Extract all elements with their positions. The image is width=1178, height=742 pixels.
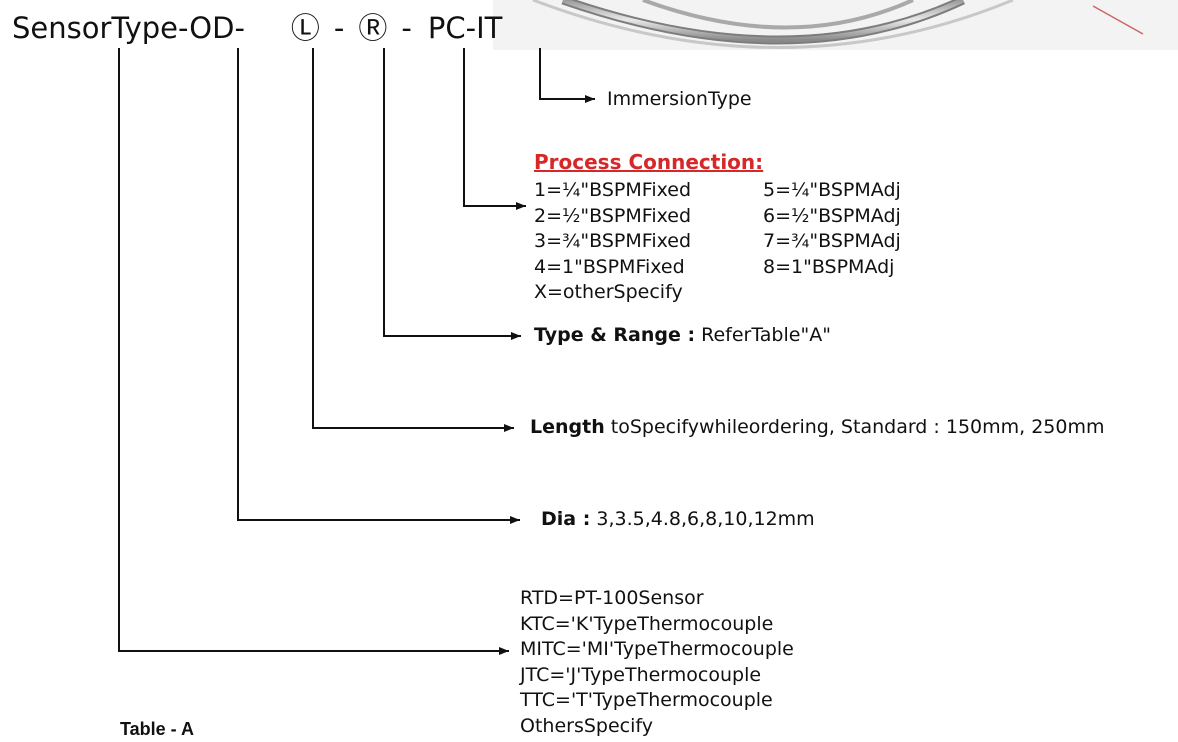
code-suffix: PC-IT bbox=[427, 11, 503, 45]
list-item: X=otherSpecify bbox=[534, 281, 683, 304]
dia-connector bbox=[237, 48, 520, 524]
product-photo bbox=[493, 0, 1178, 50]
length-connector bbox=[312, 48, 514, 432]
list-item: 6=½"BSPMAdj bbox=[763, 204, 901, 227]
order-code: SensorType-OD-Ⓛ-Ⓡ-PC-IT bbox=[12, 6, 502, 50]
length-description: Length toSpecifywhileordering, Standard … bbox=[530, 415, 1105, 441]
process-connection-connector bbox=[463, 48, 526, 210]
list-item: RTD=PT-100Sensor bbox=[520, 587, 704, 609]
list-item: KTC='K'TypeThermocouple bbox=[520, 612, 774, 635]
immersion-type-label: ImmersionType bbox=[607, 88, 752, 110]
length-symbol: Ⓛ bbox=[290, 11, 320, 45]
code-separator: - bbox=[333, 11, 345, 45]
list-item: TTC='T'TypeThermocouple bbox=[520, 689, 773, 712]
list-item: JTC='J'TypeThermocouple bbox=[520, 663, 762, 686]
type-range-description: Type & Range : ReferTable"A" bbox=[534, 323, 831, 349]
sensor-type-list: RTD=PT-100Sensor KTC='K'TypeThermocouple… bbox=[520, 586, 794, 740]
length-label: Length bbox=[530, 416, 605, 438]
length-value: toSpecifywhileordering, Standard : 150mm… bbox=[604, 416, 1105, 438]
dia-value: 3,3.5,4.8,6,8,10,12mm bbox=[590, 508, 815, 530]
range-symbol: Ⓡ bbox=[358, 11, 388, 45]
list-item: MITC='MI'TypeThermocouple bbox=[520, 638, 794, 661]
list-item: 5=¼"BSPMAdj bbox=[763, 179, 901, 201]
process-connection-options: 1=¼"BSPMFixed 5=¼"BSPMAdj 2=½"BSPMFixed … bbox=[534, 178, 901, 306]
list-item: 3=¾"BSPMFixed bbox=[534, 230, 692, 253]
dia-label: Dia : bbox=[541, 508, 591, 530]
list-item: 7=¾"BSPMAdj bbox=[763, 230, 901, 253]
immersion-connector bbox=[539, 48, 595, 103]
process-connection-title: Process Connection: bbox=[534, 150, 764, 174]
list-item: OthersSpecify bbox=[520, 714, 653, 737]
list-item: 4=1"BSPMFixed bbox=[534, 255, 685, 278]
type-range-value: ReferTable"A" bbox=[695, 324, 831, 346]
type-range-label: Type & Range : bbox=[534, 324, 696, 346]
list-item: 8=1"BSPMAdj bbox=[763, 255, 895, 278]
sensor-type-connector bbox=[118, 48, 509, 655]
code-separator: - bbox=[401, 11, 412, 45]
dia-description: Dia : 3,3.5,4.8,6,8,10,12mm bbox=[541, 507, 815, 533]
list-item: 2=½"BSPMFixed bbox=[534, 204, 692, 227]
code-prefix: SensorType-OD- bbox=[12, 11, 245, 45]
list-item: 1=¼"BSPMFixed bbox=[534, 179, 692, 201]
table-a-label: Table - A bbox=[120, 719, 195, 739]
type-range-connector bbox=[383, 48, 521, 340]
